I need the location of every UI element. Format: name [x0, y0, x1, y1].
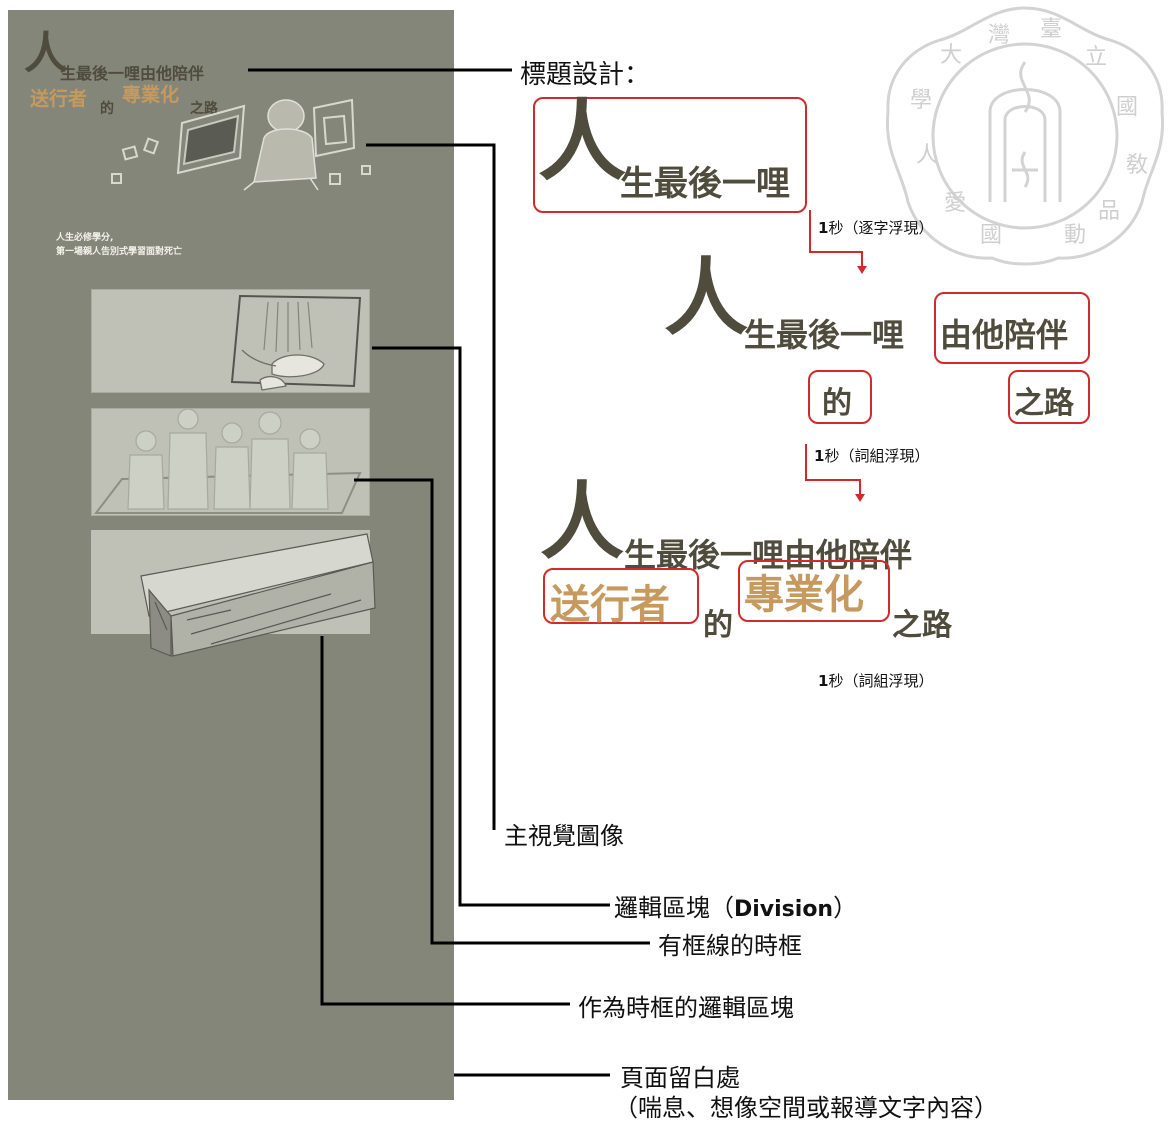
family-image — [93, 408, 362, 514]
label-whitespace-note: （喘息、想像空間或報導文字內容） — [614, 1094, 998, 1122]
timing1-arrow — [809, 210, 867, 274]
poster-title-road: 之路 — [190, 101, 218, 117]
step3-big-char: 人 — [540, 473, 625, 571]
coffin-image — [140, 533, 376, 657]
label-block-as-frame: 作為時框的邏輯區塊 — [578, 994, 794, 1022]
poster-intro-line2: 第一場親人告別式學習面對死亡 — [56, 247, 183, 257]
handshake-image — [230, 294, 362, 391]
step2-boxed-highlight — [934, 292, 1090, 364]
step2-rest: 生最後一哩 — [744, 316, 905, 354]
time-frame-family — [91, 408, 370, 516]
step2-road-box — [1008, 370, 1090, 424]
poster-title-de: 的 — [100, 101, 114, 117]
step3-c-box — [738, 560, 890, 622]
svg-text:立: 立 — [1085, 45, 1107, 70]
step2-boxed: 由他陪伴 — [940, 316, 1069, 354]
university-seal-watermark: 灣臺立 大學國 人敎愛 品國動 — [885, 6, 1165, 266]
svg-text:敎: 敎 — [1126, 153, 1148, 178]
poster-title-professional: 專業化 — [122, 84, 180, 106]
step3-a-box — [543, 568, 699, 624]
svg-text:灣: 灣 — [988, 23, 1010, 48]
timing1-text: 秒（逐字浮現） — [828, 219, 934, 237]
time-frame-handshake — [91, 289, 370, 393]
step3-rest: 生最後一哩由他陪伴 — [624, 536, 913, 574]
step1-highlight-box — [533, 97, 807, 213]
timing1-label: 1秒（逐字浮現） — [818, 217, 933, 238]
step2-big-char: 人 — [664, 249, 749, 347]
timing2-text: 秒（詞組浮現） — [824, 447, 930, 465]
poster-title-line1: 生最後一哩由他陪伴 — [60, 64, 205, 83]
step3-d: 之路 — [892, 608, 952, 643]
step2-road: 之路 — [1014, 386, 1074, 421]
main-visual-image — [111, 98, 371, 191]
label-division: 邏輯區塊（Division） — [614, 888, 857, 923]
svg-text:品: 品 — [1098, 199, 1120, 224]
label-division-prefix: 邏輯區塊（ — [614, 894, 734, 922]
timing3-label: 1秒（詞組浮現） — [818, 670, 933, 691]
step3-b: 的 — [703, 608, 733, 643]
poster-intro-line1: 人生必修學分, — [56, 233, 114, 243]
title-design-heading: 標題設計： — [520, 60, 651, 90]
timing2-arrow — [805, 444, 865, 502]
svg-text:臺: 臺 — [1040, 17, 1062, 42]
timing1-num: 1 — [818, 219, 829, 237]
svg-text:學: 學 — [910, 88, 932, 113]
step3-a: 送行者 — [550, 582, 670, 628]
timing3-num: 1 — [818, 672, 829, 690]
label-division-word: Division — [734, 897, 834, 922]
svg-text:國: 國 — [980, 223, 1002, 248]
svg-text:動: 動 — [1064, 223, 1086, 248]
step2-de: 的 — [822, 386, 852, 421]
poster-panel: 人 生最後一哩由他陪伴 送行者 的 專業化 之路 人生必修學分, 第一場親人告別… — [8, 10, 454, 1100]
timing2-num: 1 — [814, 447, 825, 465]
svg-text:國: 國 — [1116, 95, 1138, 120]
time-frame-coffin — [91, 530, 376, 657]
timing3-text: 秒（詞組浮現） — [828, 672, 934, 690]
label-whitespace: 頁面留白處 — [620, 1064, 740, 1092]
label-division-suffix: ） — [833, 894, 858, 922]
svg-text:愛: 愛 — [944, 191, 966, 216]
svg-text:人: 人 — [916, 143, 938, 168]
svg-text:大: 大 — [940, 43, 962, 68]
poster-title-big-char: 人 — [24, 28, 68, 79]
poster-title-sender: 送行者 — [30, 88, 88, 110]
step2-de-box — [808, 370, 872, 424]
label-framed-time-frame: 有框線的時框 — [658, 932, 802, 960]
step3-c: 專業化 — [744, 572, 864, 618]
poster-title: 人 生最後一哩由他陪伴 送行者 的 專業化 之路 — [24, 32, 284, 122]
step1-big-char: 人 — [538, 90, 627, 193]
timing2-label: 1秒（詞組浮現） — [814, 445, 929, 466]
step1-rest: 生最後一哩 — [620, 164, 790, 204]
label-main-visual: 主視覺圖像 — [504, 822, 624, 850]
